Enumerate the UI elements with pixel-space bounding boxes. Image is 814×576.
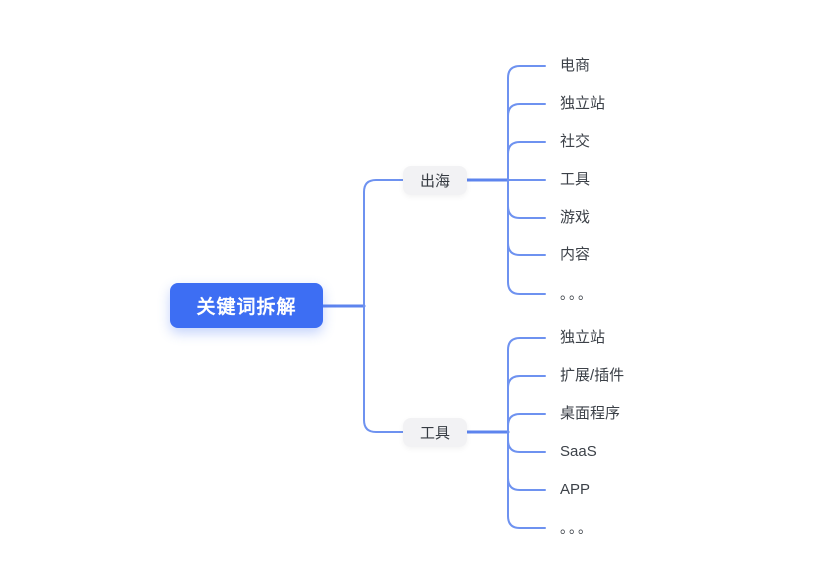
connector-gongju-child-2 <box>507 375 546 389</box>
connector-trunk-chuhai <box>363 179 404 307</box>
connector-chuhai-child-6 <box>507 242 546 256</box>
connector-chuhai-child-5 <box>507 205 546 219</box>
leaf-node[interactable]: 电商 <box>560 57 591 74</box>
connector-chuhai-child-7 <box>507 281 546 295</box>
leaf-node-ellipsis[interactable]: 。。。 <box>560 520 594 536</box>
leaf-node[interactable]: 内容 <box>560 246 591 263</box>
connector-gongju-child-6 <box>507 515 546 529</box>
root-node-label: 关键词拆解 <box>196 297 297 318</box>
branch-node-gongju[interactable]: 工具 <box>403 418 467 447</box>
leaf-node[interactable]: 桌面程序 <box>560 405 621 422</box>
branch-node-label: 工具 <box>419 425 450 442</box>
leaf-node[interactable]: SaaS <box>560 443 597 460</box>
connector-gongju-child-4 <box>507 439 546 453</box>
connector-chuhai-child-1 <box>507 65 546 79</box>
leaf-node[interactable]: 独立站 <box>560 329 606 346</box>
leaf-node[interactable]: APP <box>560 481 591 498</box>
connector-gongju-child-1 <box>507 337 546 351</box>
connector-trunk-gongju <box>363 305 404 433</box>
leaf-node[interactable]: 独立站 <box>560 95 606 112</box>
branch-node-label: 出海 <box>419 173 450 190</box>
connector-chuhai-child-3 <box>507 141 546 155</box>
leaf-node[interactable]: 游戏 <box>560 209 591 226</box>
branch-node-chuhai[interactable]: 出海 <box>403 166 467 195</box>
leaf-node[interactable]: 扩展/插件 <box>560 367 625 384</box>
leaf-node[interactable]: 社交 <box>560 133 591 150</box>
connector-gongju-child-3 <box>507 413 546 427</box>
leaf-node[interactable]: 工具 <box>560 171 591 188</box>
leaf-node-ellipsis[interactable]: 。。。 <box>560 286 594 302</box>
connector-chuhai-child-2 <box>507 103 546 117</box>
connector-gongju-child-5 <box>507 477 546 491</box>
root-node-keyword-breakdown[interactable]: 关键词拆解 <box>170 283 323 328</box>
